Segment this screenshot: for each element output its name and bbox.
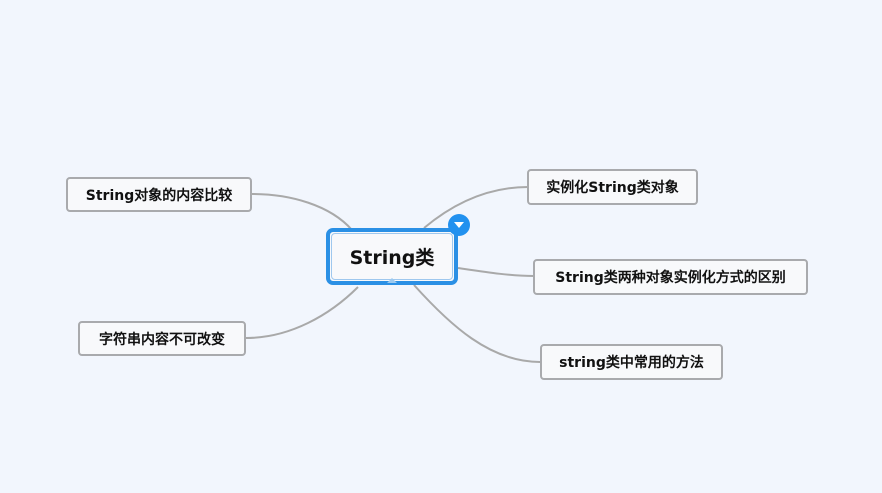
node-label: String对象的内容比较 xyxy=(85,187,233,204)
link-right-2 xyxy=(457,267,535,277)
root-node[interactable]: String类 xyxy=(326,228,458,285)
node-instantiate-string[interactable]: 实例化String类对象 xyxy=(527,169,698,205)
root-notch-icon xyxy=(387,278,397,283)
link-left-top xyxy=(251,193,353,231)
link-right-1 xyxy=(423,186,529,229)
node-label: string类中常用的方法 xyxy=(559,355,704,371)
node-label: String类两种对象实例化方式的区别 xyxy=(555,270,786,286)
node-string-immutable[interactable]: 字符串内容不可改变 xyxy=(78,321,246,356)
node-instantiation-difference[interactable]: String类两种对象实例化方式的区别 xyxy=(533,259,808,295)
link-left-bottom xyxy=(245,286,359,339)
node-label: 实例化String类对象 xyxy=(546,180,679,196)
node-string-compare[interactable]: String对象的内容比较 xyxy=(66,177,252,212)
collapse-button[interactable] xyxy=(448,214,470,236)
node-label: 字符串内容不可改变 xyxy=(99,331,225,348)
node-common-methods[interactable]: string类中常用的方法 xyxy=(540,344,723,380)
chevron-down-icon xyxy=(454,222,464,228)
root-node-label: String类 xyxy=(349,247,435,269)
link-right-3 xyxy=(413,284,541,363)
